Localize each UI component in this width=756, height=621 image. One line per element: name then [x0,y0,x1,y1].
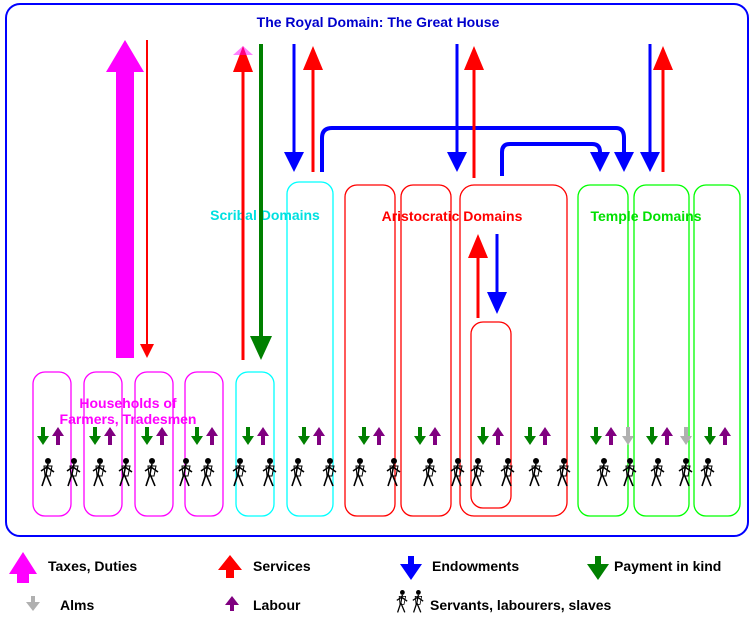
endowment-to-temple-small-arrow [590,152,610,172]
legend-taxes-icon [9,552,37,583]
labour-icon [156,427,168,445]
legend-endowments-label: Endowments [432,558,519,574]
worker-figure-icon [622,458,637,487]
services-down-arrow [140,344,154,358]
labour-icon [104,427,116,445]
inner-endowment-arrow [487,292,507,314]
worker-figure-icon [144,458,159,487]
temple-endowment-arrow [640,152,660,172]
payment-in-kind-icon [37,427,49,445]
legend-alms-icon [26,596,40,611]
labour-icon [313,427,325,445]
worker-figure-icon [118,458,133,487]
legend-payment-icon [587,556,609,580]
worker-figure-icon [396,590,408,613]
legend-payment-label: Payment in kind [614,558,721,574]
worker-figure-icon [262,458,277,487]
worker-figure-icon [40,458,55,487]
legend-labour-icon [225,596,239,611]
worker-figure-icon [450,458,465,487]
worker-figure-icon [700,458,715,487]
temple-boxes [577,184,741,517]
payment-in-kind-icon [141,427,153,445]
payment-in-kind-icon [414,427,426,445]
legend: Taxes, Duties Services Endowments Paymen… [9,552,721,613]
royal-domain-title: The Royal Domain: The Great House [257,14,500,30]
legend-labour-label: Labour [253,597,301,613]
worker-figure-icon [290,458,305,487]
legend-taxes-label: Taxes, Duties [48,558,137,574]
scribal-services-arrow [233,46,253,72]
payment-in-kind-icon [646,427,658,445]
worker-figure-icon [650,458,665,487]
labour-icon [429,427,441,445]
worker-figure-icon [596,458,611,487]
labour-icon [492,427,504,445]
worker-figure-icon [386,458,401,487]
payment-in-kind-icon [191,427,203,445]
labour-icon [605,427,617,445]
scribal-endowment-arrow [284,152,304,172]
legend-servants-icon [396,590,424,613]
legend-alms-label: Alms [60,597,94,613]
labour-icon [373,427,385,445]
payment-in-kind-icon [704,427,716,445]
worker-figure-icon [178,458,193,487]
worker-figure-icon [556,458,571,487]
worker-figure-icon [322,458,337,487]
worker-figure-icon [232,458,247,487]
flow-arrows [106,40,673,360]
worker-figure-icon [200,458,215,487]
aristocratic-boxes [344,184,568,517]
labour-icon [661,427,673,445]
labour-icon [52,427,64,445]
labour-icon [206,427,218,445]
households-boxes [32,371,224,517]
payment-in-kind-icon [89,427,101,445]
aristocratic-services-arrow [464,46,484,70]
legend-services-label: Services [253,558,311,574]
worker-figure-icon [500,458,515,487]
temple-label: Temple Domains [591,208,702,224]
payment-in-kind-icon [477,427,489,445]
labour-icon [539,427,551,445]
worker-figure-icon [92,458,107,487]
households-label-line2: Farmers, Tradesmen [60,411,197,427]
worker-figure-icon [528,458,543,487]
legend-services-icon [218,555,242,578]
households-label-line1: Households of [79,395,177,411]
endowment-to-temple-arrow [614,152,634,172]
worker-figure-icon [678,458,693,487]
payment-in-kind-icon [590,427,602,445]
labour-icon [257,427,269,445]
payment-in-kind-icon [524,427,536,445]
labour-icon [719,427,731,445]
scribal-label: Scribal Domains [210,207,320,223]
scribal-boxes [235,181,334,517]
legend-endowments-icon [400,556,422,580]
worker-figures-row [40,458,715,487]
worker-figure-icon [66,458,81,487]
inner-services-arrow [468,234,488,258]
alms-icon [622,427,634,445]
royal-domain-frame [5,3,749,537]
alms-icon [680,427,692,445]
legend-servants-label: Servants, labourers, slaves [430,597,612,613]
aristocratic-label: Aristocratic Domains [382,208,523,224]
scribal-red-up-arrow [303,46,323,70]
taxes-arrow [106,40,144,358]
small-flow-arrows [37,427,731,445]
temple-services-arrow [653,46,673,70]
payment-in-kind-icon [242,427,254,445]
scribal-payment-arrow [250,336,272,360]
worker-figure-icon [422,458,437,487]
aristocratic-endowment-arrow [447,152,467,172]
payment-in-kind-icon [358,427,370,445]
payment-in-kind-icon [298,427,310,445]
worker-figure-icon [470,458,485,487]
worker-figure-icon [352,458,367,487]
worker-figure-icon [412,590,424,613]
